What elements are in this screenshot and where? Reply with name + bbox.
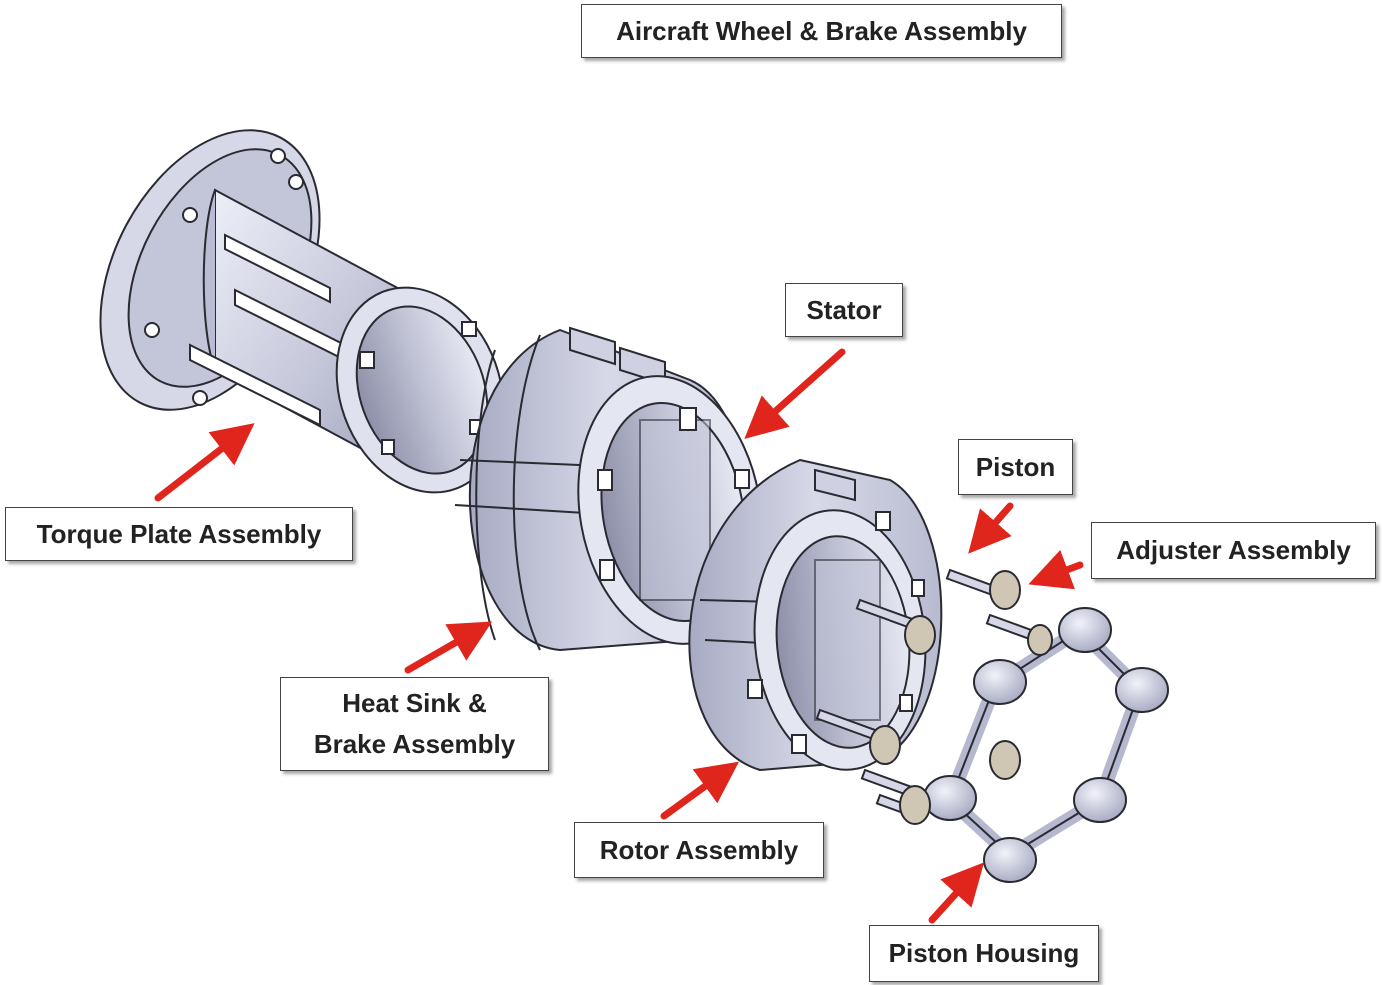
label-stator-text: Stator xyxy=(806,294,882,325)
arrow-adjuster xyxy=(1028,549,1084,590)
label-rotor-assembly: Rotor Assembly xyxy=(574,822,824,878)
adjuster-springs xyxy=(869,570,1053,825)
label-heat-sink-line2: Brake Assembly xyxy=(313,729,516,759)
arrow-torque-plate xyxy=(154,423,255,502)
label-heat-sink-brake-assembly: Heat Sink & Brake Assembly xyxy=(280,677,549,771)
arrow-heat-sink xyxy=(404,621,493,674)
label-stator: Stator xyxy=(785,283,903,337)
piston-housing-group xyxy=(815,568,1169,883)
label-piston: Piston xyxy=(958,439,1073,495)
label-piston-text: Piston xyxy=(975,451,1056,482)
arrow-stator xyxy=(744,348,846,439)
label-piston-housing-text: Piston Housing xyxy=(888,938,1080,968)
label-piston-housing: Piston Housing xyxy=(869,925,1099,982)
label-torque-plate-assembly: Torque Plate Assembly xyxy=(5,507,353,561)
diagram-title: Aircraft Wheel & Brake Assembly xyxy=(616,15,1027,46)
rotor-assembly xyxy=(688,458,943,772)
arrow-piston xyxy=(968,502,1014,554)
label-torque-plate-text: Torque Plate Assembly xyxy=(36,518,322,549)
piston-housing-pucks xyxy=(923,607,1169,883)
piston-rods xyxy=(815,568,1039,819)
arrow-piston-housing xyxy=(928,862,985,924)
arrow-rotor xyxy=(660,761,740,820)
label-heat-sink-line1: Heat Sink & xyxy=(342,688,487,718)
torque-plate-assembly xyxy=(99,129,505,494)
heat-sink-brake-assembly xyxy=(454,326,763,652)
title-box: Aircraft Wheel & Brake Assembly xyxy=(581,4,1062,58)
callout-arrows xyxy=(154,348,1084,924)
label-adjuster-text: Adjuster Assembly xyxy=(1116,535,1351,565)
label-rotor-text: Rotor Assembly xyxy=(599,834,799,865)
label-adjuster-assembly: Adjuster Assembly xyxy=(1091,522,1376,579)
